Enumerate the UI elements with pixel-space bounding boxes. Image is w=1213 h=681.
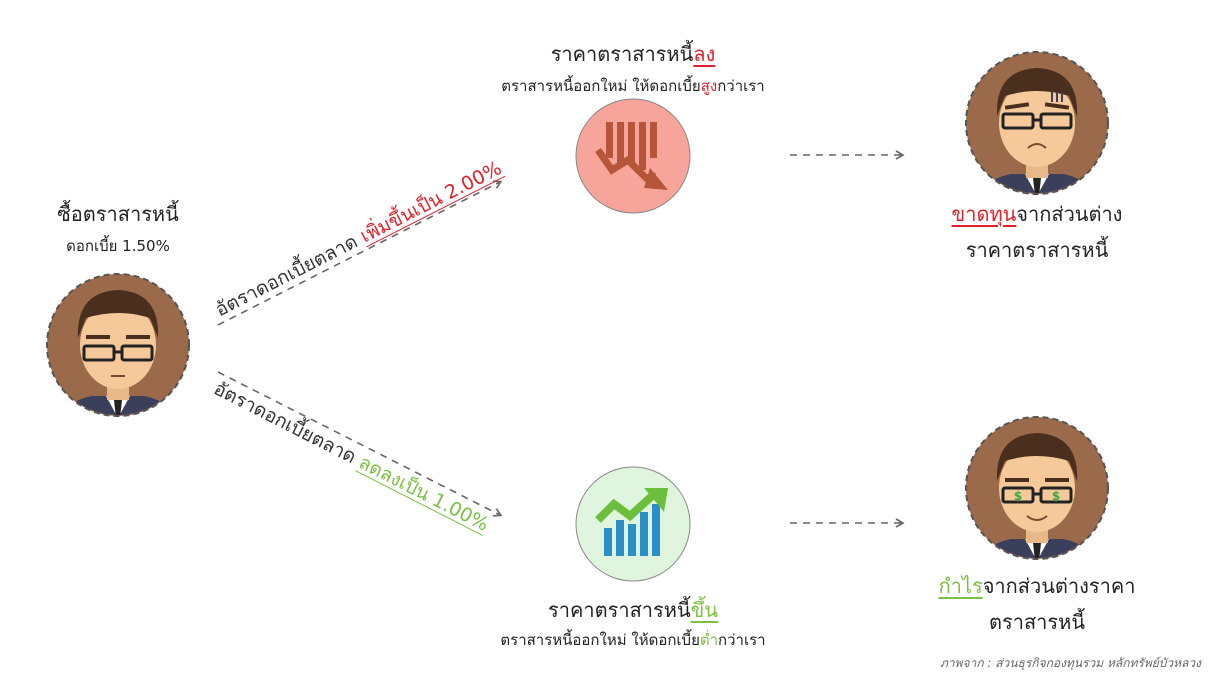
rising-chart-icon [575, 466, 691, 582]
bottom-center-title-prefix: ราคาตราสารหนี้ [548, 598, 691, 622]
bottom-center-sub-suffix: กว่าเรา [718, 631, 766, 649]
top-center-title-prefix: ราคาตราสารหนี้ [550, 42, 694, 66]
bottom-center-title: ราคาตราสารหนี้ขึ้น [473, 594, 793, 626]
profit-highlight: กำไร [938, 574, 983, 598]
svg-text:$: $ [1014, 489, 1022, 503]
profit-suffix: จากส่วนต่างราคา [982, 574, 1136, 598]
investor-avatar-icon [46, 273, 190, 417]
arrow-rate-down [217, 371, 503, 517]
bottom-center-title-highlight: ขึ้น [690, 598, 718, 622]
top-center-sub-suffix: กว่าเรา [717, 77, 765, 95]
left-title: ซื้อตราสารหนี้ [57, 202, 179, 226]
top-center-sub-prefix: ตราสารหนี้ออกใหม่ ให้ดอกเบี้ย [501, 77, 701, 95]
loss-line1: ขาดทุนจากส่วนต่าง [917, 198, 1157, 230]
top-center-title: ราคาตราสารหนี้ลง [473, 38, 793, 70]
top-center-sub-highlight: สูง [700, 77, 718, 95]
loss-suffix: จากส่วนต่าง [1016, 202, 1123, 226]
profit-line2: ตราสารหนี้ [989, 610, 1085, 634]
top-center-title-highlight: ลง [693, 42, 716, 66]
bottom-center-sub-prefix: ตราสารหนี้ออกใหม่ ให้ดอกเบี้ย [500, 631, 700, 649]
bottom-center-sub: ตราสารหนี้ออกใหม่ ให้ดอกเบี้ยต่ำกว่าเรา [433, 628, 833, 652]
loss-highlight: ขาดทุน [951, 202, 1017, 226]
image-credit: ภาพจาก : ส่วนธุรกิจกองทุนรวม หลักทรัพย์บ… [940, 656, 1201, 670]
loss-line2: ราคาตราสารหนี้ [965, 238, 1109, 262]
loss-avatar-icon [965, 51, 1109, 195]
profit-line1: กำไรจากส่วนต่างราคา [902, 570, 1172, 602]
arrow-rate-up [217, 180, 503, 326]
top-center-sub: ตราสารหนี้ออกใหม่ ให้ดอกเบี้ยสูงกว่าเรา [433, 74, 833, 98]
profit-avatar-icon: $ $ [965, 416, 1109, 560]
left-rate: ดอกเบี้ย 1.50% [66, 237, 170, 255]
bottom-center-sub-highlight: ต่ำ [699, 631, 719, 649]
svg-text:$: $ [1052, 489, 1060, 503]
falling-chart-icon [575, 98, 691, 214]
